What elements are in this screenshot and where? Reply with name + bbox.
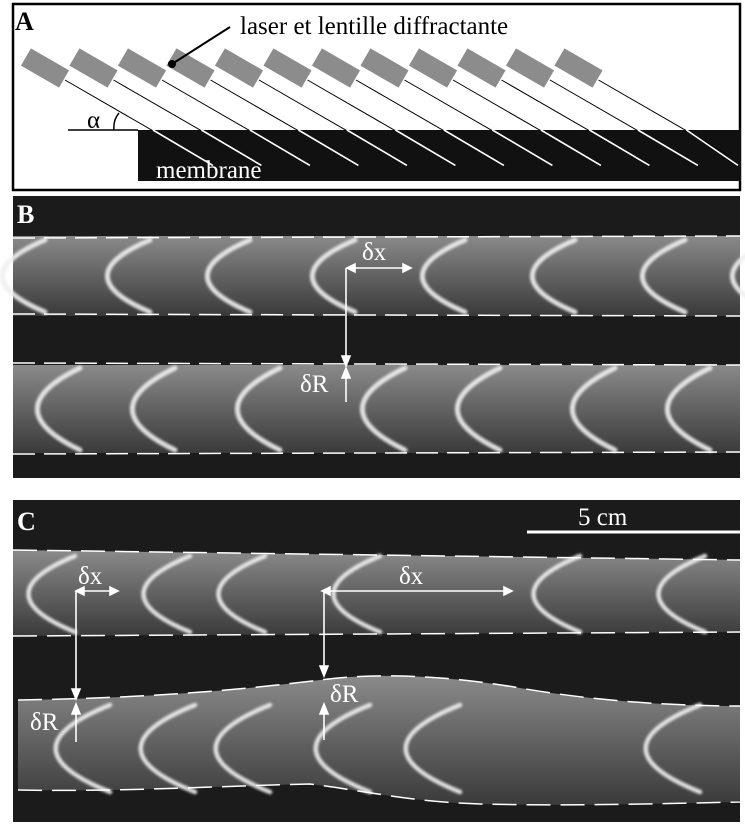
- membrane-streak: [394, 129, 456, 167]
- interference-arc: [531, 553, 583, 635]
- panel-b-upper-arcs: [0, 237, 745, 315]
- panel-b-guide-arrowhead: [340, 355, 352, 369]
- panel-c-dr-label-left: δR: [30, 709, 59, 736]
- interference-arc: [141, 553, 193, 635]
- interference-arc: [570, 365, 618, 453]
- interference-arc: [216, 553, 268, 635]
- membrane-label: membrane: [156, 157, 262, 184]
- panel-b-dr-label: δR: [300, 371, 329, 398]
- interference-arc: [403, 702, 463, 795]
- laser-beam: [598, 79, 729, 156]
- angle-alpha-label: α: [87, 107, 100, 134]
- interference-arc: [360, 365, 408, 453]
- interference-arc: [53, 702, 113, 795]
- panel-b-dx-label: δx: [362, 239, 387, 266]
- interference-arc: [640, 237, 688, 315]
- panel-a-schematic: A membrane α laser et lentille diffracta…: [11, 2, 742, 192]
- interference-arc: [213, 702, 273, 795]
- panel-b-lower-arcs: [35, 365, 713, 453]
- scale-bar-label: 5 cm: [578, 504, 628, 531]
- panel-b-photo: B δx δR: [0, 196, 745, 478]
- interference-arc: [130, 365, 178, 453]
- laser-unit: [166, 48, 215, 88]
- membrane-streak: [637, 129, 699, 167]
- interference-arc: [643, 702, 703, 795]
- laser-label-pointer: [171, 26, 231, 65]
- panel-letter-a: A: [15, 7, 34, 36]
- interference-arc: [730, 253, 745, 299]
- membrane-streak: [588, 129, 650, 167]
- interference-arc: [313, 702, 373, 795]
- membrane-streak: [249, 129, 311, 167]
- membrane-streak: [685, 129, 739, 167]
- interference-arc: [0, 237, 48, 315]
- panel-letter-c: C: [17, 507, 36, 536]
- interference-arc: [656, 553, 708, 635]
- angle-arc: [113, 112, 120, 131]
- laser-unit: [311, 48, 361, 88]
- laser-unit: [117, 48, 167, 88]
- panel-letter-b: B: [17, 200, 34, 229]
- interference-arc: [235, 365, 283, 453]
- membrane-streak: [297, 129, 359, 167]
- panel-c-dx-label-left: δx: [78, 563, 103, 590]
- panel-c-edge-lines: [12, 549, 741, 806]
- panel-c-lower-tube: [18, 675, 740, 805]
- laser-unit: [360, 48, 409, 88]
- membrane-streak: [443, 129, 505, 167]
- panel-c-upper-arcs: [26, 553, 708, 635]
- interference-arc: [455, 365, 503, 453]
- membrane-streak: [152, 129, 214, 167]
- panel-b-annotations: [340, 262, 413, 402]
- laser-unit: [554, 48, 603, 88]
- laser-unit: [69, 48, 118, 88]
- interference-arc: [138, 702, 198, 795]
- panel-b-lower-tube: [13, 365, 740, 453]
- membrane-streak: [200, 129, 262, 167]
- interference-arc: [420, 237, 468, 315]
- panel-b-dr-arrowhead: [340, 365, 352, 379]
- laser-array: [20, 48, 739, 167]
- panel-b-dx-arrowhead-right: [402, 262, 413, 274]
- panel-c-dx-label-right: δx: [399, 563, 424, 590]
- laser-unit: [20, 48, 70, 88]
- laser-label: laser et lentille diffractante: [240, 13, 508, 40]
- laser-label-pointer-dot: [168, 60, 176, 68]
- membrane-streak: [491, 129, 553, 167]
- interference-arc: [530, 237, 578, 315]
- membrane-streak: [346, 129, 408, 167]
- panel-b-dx-arrowhead-left: [345, 262, 356, 274]
- membrane-streak: [540, 129, 602, 167]
- interference-arc: [310, 237, 358, 315]
- panel-b-edge-lines: [12, 235, 741, 455]
- interference-arc: [105, 237, 153, 315]
- interference-arc: [26, 553, 78, 635]
- interference-arc: [665, 365, 713, 453]
- laser-unit: [408, 48, 458, 88]
- interference-arc: [205, 237, 253, 315]
- panel-c-upper-tube: [13, 550, 740, 636]
- laser-unit: [457, 48, 506, 88]
- panel-c-lower-arcs: [53, 702, 703, 795]
- laser-unit: [505, 48, 555, 88]
- laser-unit: [263, 48, 312, 88]
- interference-arc: [35, 365, 83, 453]
- laser-unit: [214, 48, 264, 88]
- panel-c-photo: C 5 cm: [12, 500, 741, 822]
- panel-c-annotations: [70, 585, 514, 742]
- interference-arc: [331, 553, 383, 635]
- panel-c-dr-label-right: δR: [330, 681, 359, 708]
